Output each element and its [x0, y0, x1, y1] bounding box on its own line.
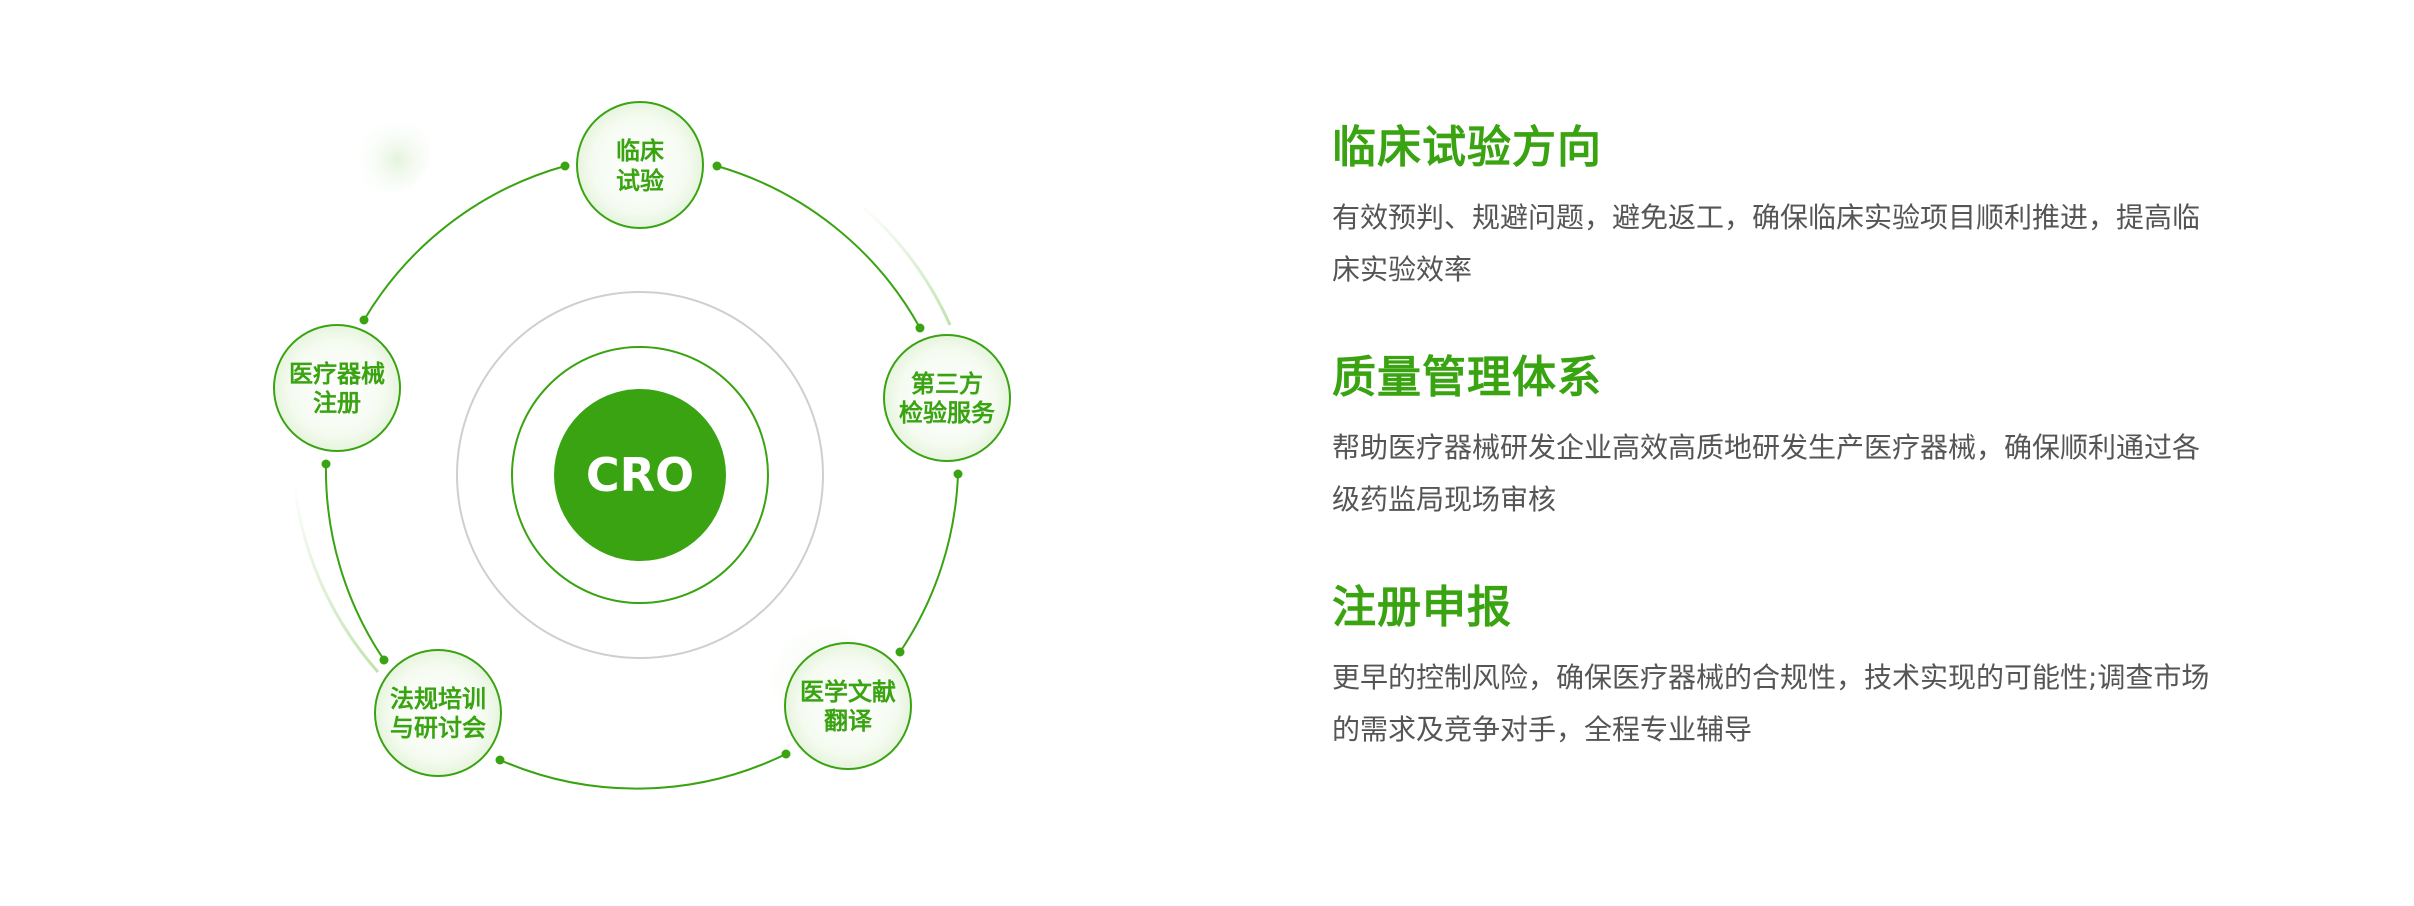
- section-title: 临床试验方向: [1332, 122, 1602, 173]
- section-description: 有效预判、规避问题，避免返工，确保临床实验项目顺利推进，提高临床实验效率: [1332, 201, 2201, 286]
- arc-3-4: [499, 753, 787, 790]
- node-label-line1: 临床: [616, 137, 664, 165]
- node-device-registration: 医疗器械 注册: [273, 324, 401, 452]
- arc-dot: [712, 161, 722, 171]
- node-label-line1: 医疗器械: [289, 360, 385, 388]
- arc-dot: [495, 755, 505, 765]
- center-core: [554, 389, 726, 561]
- center-ring-outer: [456, 291, 824, 659]
- node-clinical-trial: 临床 试验: [576, 101, 704, 229]
- arc-2-3: [899, 473, 959, 653]
- service-descriptions: 临床试验方向 有效预判、规避问题，避免返工，确保临床实验项目顺利推进，提高临床实…: [1332, 118, 2232, 756]
- arc-dot: [359, 315, 369, 325]
- node-circle: [374, 649, 502, 777]
- node-label-line2: 翻译: [824, 707, 873, 735]
- node-label-line2: 与研讨会: [390, 714, 486, 742]
- section-title: 注册申报: [1332, 582, 1512, 633]
- section-clinical-trial: 临床试验方向 有效预判、规避问题，避免返工，确保临床实验项目顺利推进，提高临床实…: [1332, 118, 2232, 296]
- node-circle: [273, 324, 401, 452]
- node-regulatory-training: 法规培训 与研讨会: [374, 649, 502, 777]
- center-label: CRO: [586, 448, 694, 502]
- node-medical-literature: 医学文献 翻译: [784, 642, 912, 770]
- arc-dot: [560, 161, 570, 171]
- connector-dots: [321, 161, 963, 765]
- section-description: 帮助医疗器械研发企业高效高质地研发生产医疗器械，确保顺利通过各级药监局现场审核: [1332, 431, 2201, 516]
- arc-dot: [895, 647, 905, 657]
- node-label-line1: 第三方: [911, 370, 983, 398]
- decor-blob-top: [350, 112, 430, 192]
- node-label-line2: 试验: [616, 167, 664, 195]
- arc-1-2: [716, 165, 921, 329]
- arc-4-5: [324, 463, 385, 661]
- section-registration: 注册申报 更早的控制风险，确保医疗器械的合规性，技术实现的可能性;调查市场的需求…: [1332, 578, 2232, 756]
- center-ring-inner: [511, 346, 769, 604]
- arc-dot: [953, 469, 963, 479]
- arc-dot: [321, 459, 331, 469]
- node-circle: [576, 101, 704, 229]
- decor-arc-left: [292, 479, 380, 673]
- section-description: 更早的控制风险，确保医疗器械的合规性，技术实现的可能性;调查市场的需求及竞争对手…: [1332, 661, 2210, 746]
- node-label-line1: 医学文献: [800, 678, 896, 706]
- node-label-line2: 注册: [313, 389, 361, 417]
- node-circle: [883, 334, 1011, 462]
- node-circle: [784, 642, 912, 770]
- decor-arc-right: [857, 201, 952, 326]
- node-label-line1: 法规培训: [390, 685, 486, 713]
- cro-service-cycle-diagram: CRO 临床 试验 第三方 检验服务 医学文献 翻译: [273, 101, 1011, 790]
- section-quality-management: 质量管理体系 帮助医疗器械研发企业高效高质地研发生产医疗器械，确保顺利通过各级药…: [1332, 348, 2232, 526]
- node-third-party-testing: 第三方 检验服务: [883, 334, 1011, 462]
- arc-dot: [379, 655, 389, 665]
- section-title: 质量管理体系: [1332, 352, 1602, 403]
- node-label-line2: 检验服务: [899, 399, 996, 427]
- arc-dot: [915, 323, 925, 333]
- arc-dot: [781, 749, 791, 759]
- arc-5-1: [363, 165, 566, 321]
- connector-arcs: [324, 165, 959, 790]
